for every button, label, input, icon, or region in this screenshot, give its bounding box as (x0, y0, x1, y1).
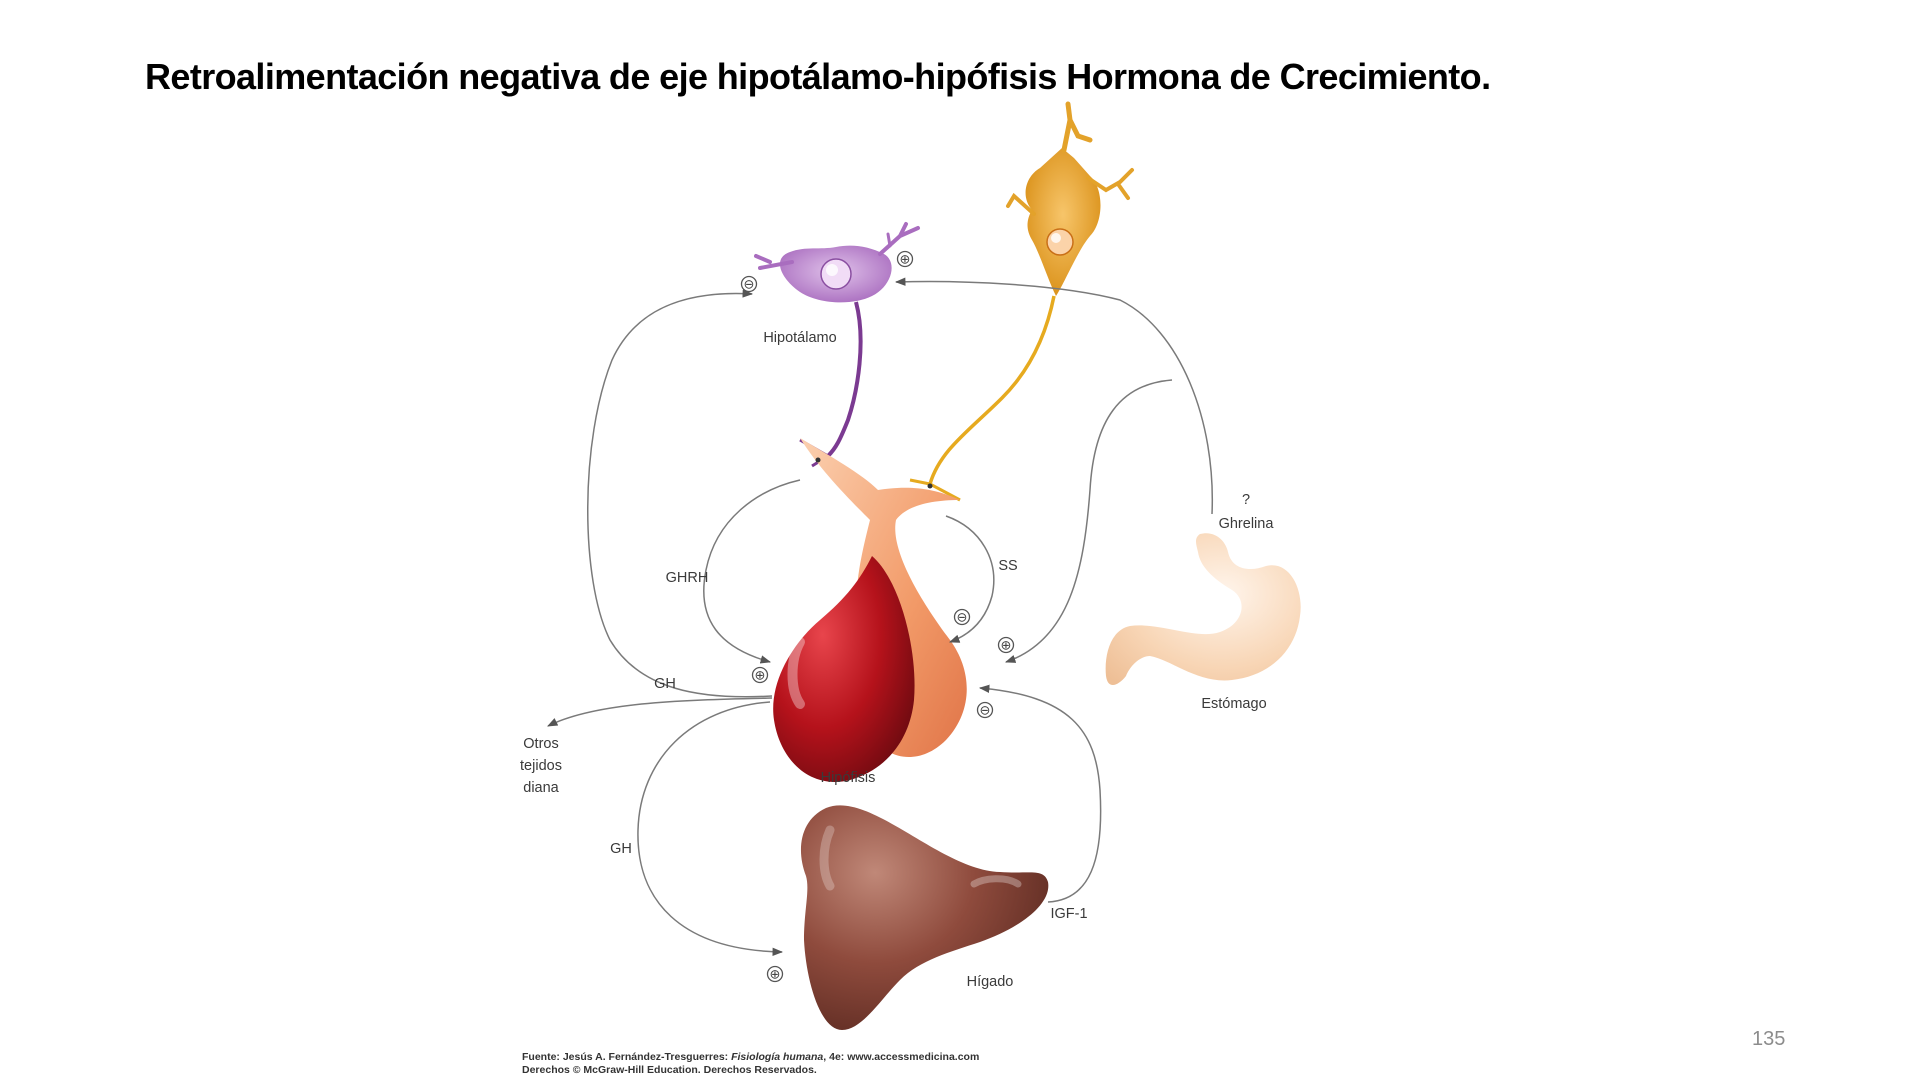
other-tissues-label: tejidos (520, 758, 562, 774)
igf1-to-pituitary-arrow (978, 684, 1102, 903)
other-tissues-label: diana (523, 780, 559, 796)
minus-sign-icon: ⊖ (976, 701, 994, 719)
stomach-icon (1105, 533, 1301, 686)
plus-sign-icon: ⊕ (751, 666, 769, 684)
slide-title: Retroalimentación negativa de eje hipotá… (145, 56, 1491, 97)
hypothalamus-label: Hipotálamo (763, 330, 836, 346)
svg-text:⊕: ⊕ (1001, 638, 1012, 653)
source-line-2: Derechos © McGraw-Hill Education. Derech… (522, 1064, 817, 1076)
ghrelin-question-label: ? (1242, 492, 1250, 508)
hypothalamic-neuron-icon (754, 222, 920, 468)
ghrelin-to-pituitary-arrow (1005, 379, 1173, 663)
plus-sign-icon: ⊕ (896, 250, 914, 268)
ss-label: SS (998, 558, 1017, 574)
ghrelin-to-hypothalamus-arrow (894, 277, 1214, 515)
minus-sign-icon: ⊖ (953, 608, 971, 626)
source-credit: Fuente: Jesús A. Fernández-Tresguerres: … (522, 1051, 979, 1076)
ghrh-to-pituitary-arrow (703, 479, 801, 664)
igf1-label: IGF-1 (1050, 906, 1087, 922)
pituitary-label: Hipófisis (821, 770, 876, 786)
somatostatin-neuron-icon (909, 101, 1134, 502)
gh-label: GH (654, 676, 676, 692)
feedback-arrows (547, 277, 1214, 957)
labels: Hipotálamo Hipófisis Hígado Estómago ? G… (520, 330, 1274, 990)
ghrh-label: GHRH (666, 570, 709, 586)
source-line-1: Fuente: Jesús A. Fernández-Tresguerres: … (522, 1051, 979, 1063)
signs: ⊖ ⊕ ⊕ ⊖ ⊕ ⊖ ⊕ (740, 250, 1015, 983)
ghrelin-label: Ghrelina (1219, 516, 1275, 532)
stomach-label: Estómago (1201, 696, 1266, 712)
plus-sign-icon: ⊕ (766, 965, 784, 983)
ss-to-pituitary-arrow (945, 515, 995, 643)
gh-to-other-tissues-arrow (547, 697, 773, 727)
liver-label: Hígado (967, 974, 1014, 990)
gh-label: GH (610, 841, 632, 857)
plus-sign-icon: ⊕ (997, 636, 1015, 654)
svg-text:⊕: ⊕ (770, 967, 781, 982)
other-tissues-label: Otros (523, 736, 558, 752)
svg-text:⊖: ⊖ (980, 703, 991, 718)
liver-icon (800, 805, 1049, 1030)
svg-text:⊕: ⊕ (755, 668, 766, 683)
gh-to-hypothalamus-arrow (587, 289, 773, 698)
svg-text:⊕: ⊕ (900, 252, 911, 267)
svg-text:⊖: ⊖ (957, 610, 968, 625)
minus-sign-icon: ⊖ (740, 275, 758, 293)
svg-text:⊖: ⊖ (744, 277, 755, 292)
pituitary-gland-icon (773, 438, 967, 782)
gh-to-liver-arrow (637, 701, 784, 957)
page-number: 135 (1752, 1028, 1786, 1050)
